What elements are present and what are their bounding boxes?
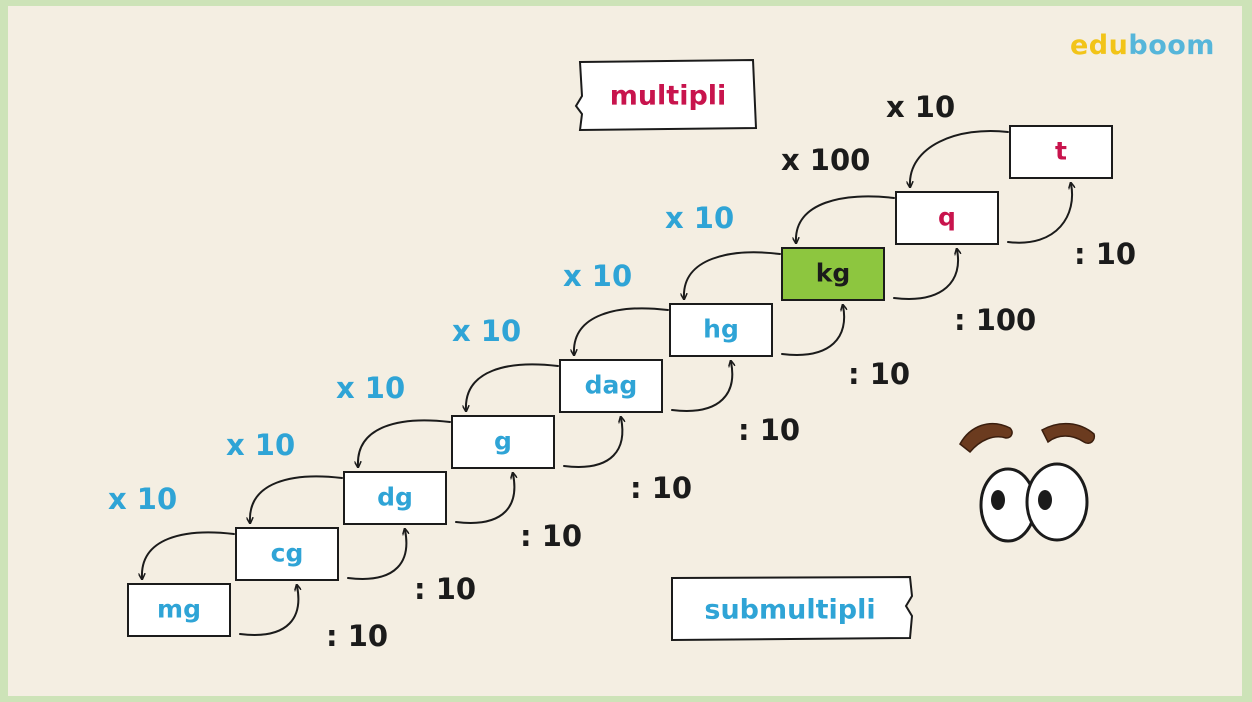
unit-box-frame xyxy=(451,415,555,469)
multiply-arrow xyxy=(358,419,451,466)
unit-staircase: multipli submultipli mg cg dg g dag hg kg q t x … xyxy=(108,58,1136,653)
submultiples-label: submultipli xyxy=(704,595,875,626)
unit-box-hg: hg xyxy=(669,303,773,357)
unit-box-frame xyxy=(781,247,885,301)
unit-label-mg: mg xyxy=(157,595,201,624)
multiply-step-label: x 10 xyxy=(108,482,177,516)
divide-arrow xyxy=(671,362,732,412)
divide-step-label: : 10 xyxy=(520,519,582,553)
divide-arrow xyxy=(893,250,958,300)
unit-box-frame xyxy=(669,303,773,357)
unit-label-q: q xyxy=(938,203,956,232)
brand-logo: eduboom xyxy=(1070,30,1215,61)
divide-arrow xyxy=(347,530,406,580)
cartoon-eyes-icon xyxy=(959,422,1096,543)
unit-box-dg: dg xyxy=(343,471,447,525)
multiply-step-label: x 10 xyxy=(336,371,405,405)
multiply-step-label: x 10 xyxy=(226,428,295,462)
conversion-arrows xyxy=(142,130,1072,636)
multiply-arrow xyxy=(910,130,1009,186)
unit-box-cg: cg xyxy=(235,527,339,581)
multiply-step-label: x 100 xyxy=(781,143,870,177)
unit-label-t: t xyxy=(1055,137,1067,166)
multiply-arrow xyxy=(796,195,895,242)
submultiples-caption: submultipli xyxy=(671,575,914,642)
unit-box-kg: kg xyxy=(781,247,885,301)
unit-box-frame xyxy=(559,359,663,413)
unit-box-g: g xyxy=(451,415,555,469)
multiply-step-label: x 10 xyxy=(665,201,734,235)
unit-label-dag: dag xyxy=(585,371,638,400)
multiply-arrow xyxy=(250,475,343,522)
divide-arrow xyxy=(563,418,622,468)
unit-boxes: mg cg dg g dag hg kg q t xyxy=(127,125,1113,637)
unit-label-g: g xyxy=(494,427,512,456)
unit-label-dg: dg xyxy=(377,483,413,512)
divide-arrow xyxy=(455,474,514,524)
multiply-step-label: x 10 xyxy=(886,90,955,124)
multiply-arrow xyxy=(684,251,781,298)
divide-step-label: : 10 xyxy=(630,471,692,505)
divide-arrow xyxy=(1007,184,1072,244)
divide-arrow xyxy=(239,586,298,636)
unit-label-cg: cg xyxy=(271,539,304,568)
multiply-step-label: x 10 xyxy=(563,259,632,293)
unit-box-q: q xyxy=(895,191,999,245)
unit-box-frame xyxy=(895,191,999,245)
unit-box-frame xyxy=(343,471,447,525)
unit-label-kg: kg xyxy=(816,259,851,288)
brand-logo-part1: edu xyxy=(1070,30,1129,61)
divide-step-label: : 10 xyxy=(848,357,910,391)
unit-box-frame xyxy=(127,583,231,637)
divide-step-label: : 100 xyxy=(954,303,1036,337)
multiples-label: multipli xyxy=(610,81,727,112)
unit-box-frame xyxy=(235,527,339,581)
unit-box-mg: mg xyxy=(127,583,231,637)
brand-logo-part2: boom xyxy=(1128,30,1215,61)
unit-label-hg: hg xyxy=(703,315,739,344)
divide-step-label: : 10 xyxy=(738,413,800,447)
multiples-caption: multipli xyxy=(574,58,758,132)
step-labels: x 10 x 10 x 10 x 10 x 10 x 10 x 100 x 10 : 10 : 1… xyxy=(108,90,1136,653)
conversion-diagram: eduboom multipli submultipli mg cg dg g dag h… xyxy=(8,6,1242,696)
unit-box-frame xyxy=(1009,125,1113,179)
divide-arrow xyxy=(781,306,844,356)
multiply-arrow xyxy=(142,531,235,578)
multiply-arrow xyxy=(466,363,559,410)
unit-box-t: t xyxy=(1009,125,1113,179)
divide-step-label: : 10 xyxy=(1074,237,1136,271)
multiply-arrow xyxy=(574,307,669,354)
divide-step-label: : 10 xyxy=(414,572,476,606)
multiply-step-label: x 10 xyxy=(452,314,521,348)
unit-box-dag: dag xyxy=(559,359,663,413)
divide-step-label: : 10 xyxy=(326,619,388,653)
